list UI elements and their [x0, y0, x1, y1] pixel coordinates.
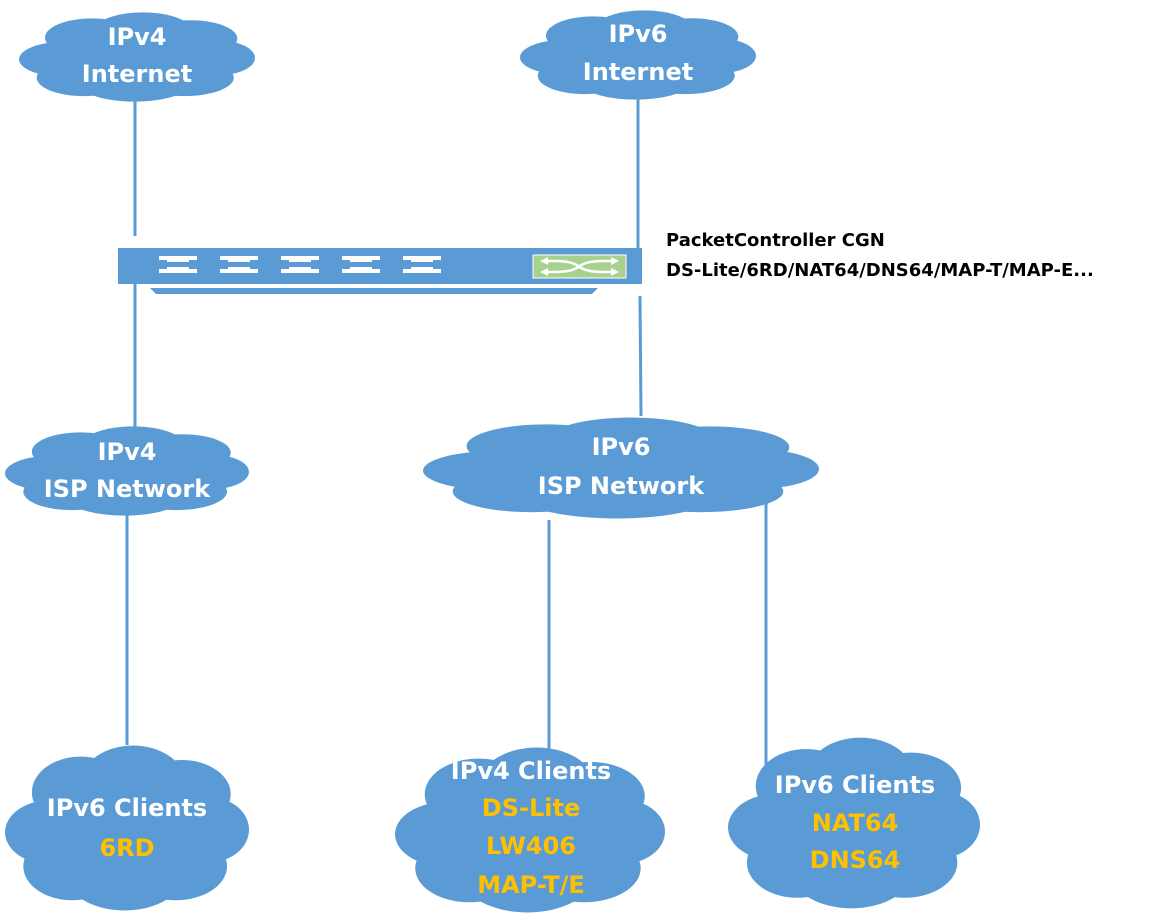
cloud-protocol-lw406: LW406	[486, 832, 576, 860]
cloud-shape	[19, 12, 255, 102]
cloud-protocol-map-t-e: MAP-T/E	[477, 871, 585, 899]
device-name-label: PacketController CGN	[666, 230, 885, 251]
cloud-ipv6-clients-6rd: IPv6 Clients 6RD	[5, 745, 250, 911]
cloud-ipv6-isp-network: IPv6 ISP Network	[423, 417, 819, 519]
device-port-icon	[220, 256, 258, 273]
device-ports	[159, 256, 441, 273]
device-port-icon	[281, 256, 319, 273]
cloud-protocol-dns64: DNS64	[810, 846, 901, 874]
cloud-ipv6-clients-nat64: IPv6 Clients NAT64 DNS64	[728, 737, 980, 909]
cloud-title-line-2: ISP Network	[538, 472, 705, 500]
cloud-title-line-1: IPv6	[609, 20, 668, 48]
device-port-icon	[403, 256, 441, 273]
cloud-lobe	[759, 768, 949, 878]
cgn-device	[118, 248, 642, 294]
link-device-to-ipv6-isp	[638, 295, 643, 417]
cloud-lobe	[428, 777, 632, 883]
cloud-shape	[423, 417, 819, 519]
cloud-shape	[5, 426, 250, 516]
cloud-title-line-1: IPv4 Clients	[451, 757, 611, 785]
cloud-shape	[5, 745, 250, 911]
cloud-ipv4-internet: IPv4 Internet	[19, 12, 255, 102]
cloud-lobe	[472, 435, 770, 501]
switch-arrows-icon	[532, 254, 627, 279]
cloud-shape	[520, 10, 756, 100]
cloud-lobe	[35, 442, 219, 500]
cloud-ipv4-isp-network: IPv4 ISP Network	[5, 426, 250, 516]
cloud-title-line-1: IPv6 Clients	[47, 794, 207, 822]
device-port-icon	[342, 256, 380, 273]
device-port-icon	[159, 256, 197, 273]
cloud-title-line-1: IPv6 Clients	[775, 771, 935, 799]
cloud-lobe	[48, 28, 226, 86]
cloud-ipv6-internet: IPv6 Internet	[520, 10, 756, 100]
cloud-title-line-1: IPv6	[592, 433, 651, 461]
cloud-protocol-nat64: NAT64	[812, 809, 899, 837]
links-layer	[125, 95, 768, 770]
device-features-label: DS-Lite/6RD/NAT64/DNS64/MAP-T/MAP-E...	[666, 260, 1094, 281]
cloud-title-line-1: IPv4	[98, 438, 157, 466]
cloud-ipv4-clients: IPv4 Clients DS-Lite LW406 MAP-T/E	[395, 747, 665, 913]
cloud-lobe	[549, 26, 727, 84]
cloud-shape	[728, 737, 980, 909]
cloud-title-line-2: ISP Network	[44, 475, 211, 503]
cloud-title-line-1: IPv4	[108, 23, 167, 51]
device-base	[150, 288, 598, 294]
cloud-lobe	[35, 775, 219, 881]
cloud-title-line-2: Internet	[82, 60, 192, 88]
cloud-protocol-6rd: 6RD	[99, 834, 154, 862]
cloud-title-line-2: Internet	[583, 58, 693, 86]
cloud-shape	[395, 747, 665, 913]
cloud-protocol-ds-lite: DS-Lite	[482, 794, 580, 822]
